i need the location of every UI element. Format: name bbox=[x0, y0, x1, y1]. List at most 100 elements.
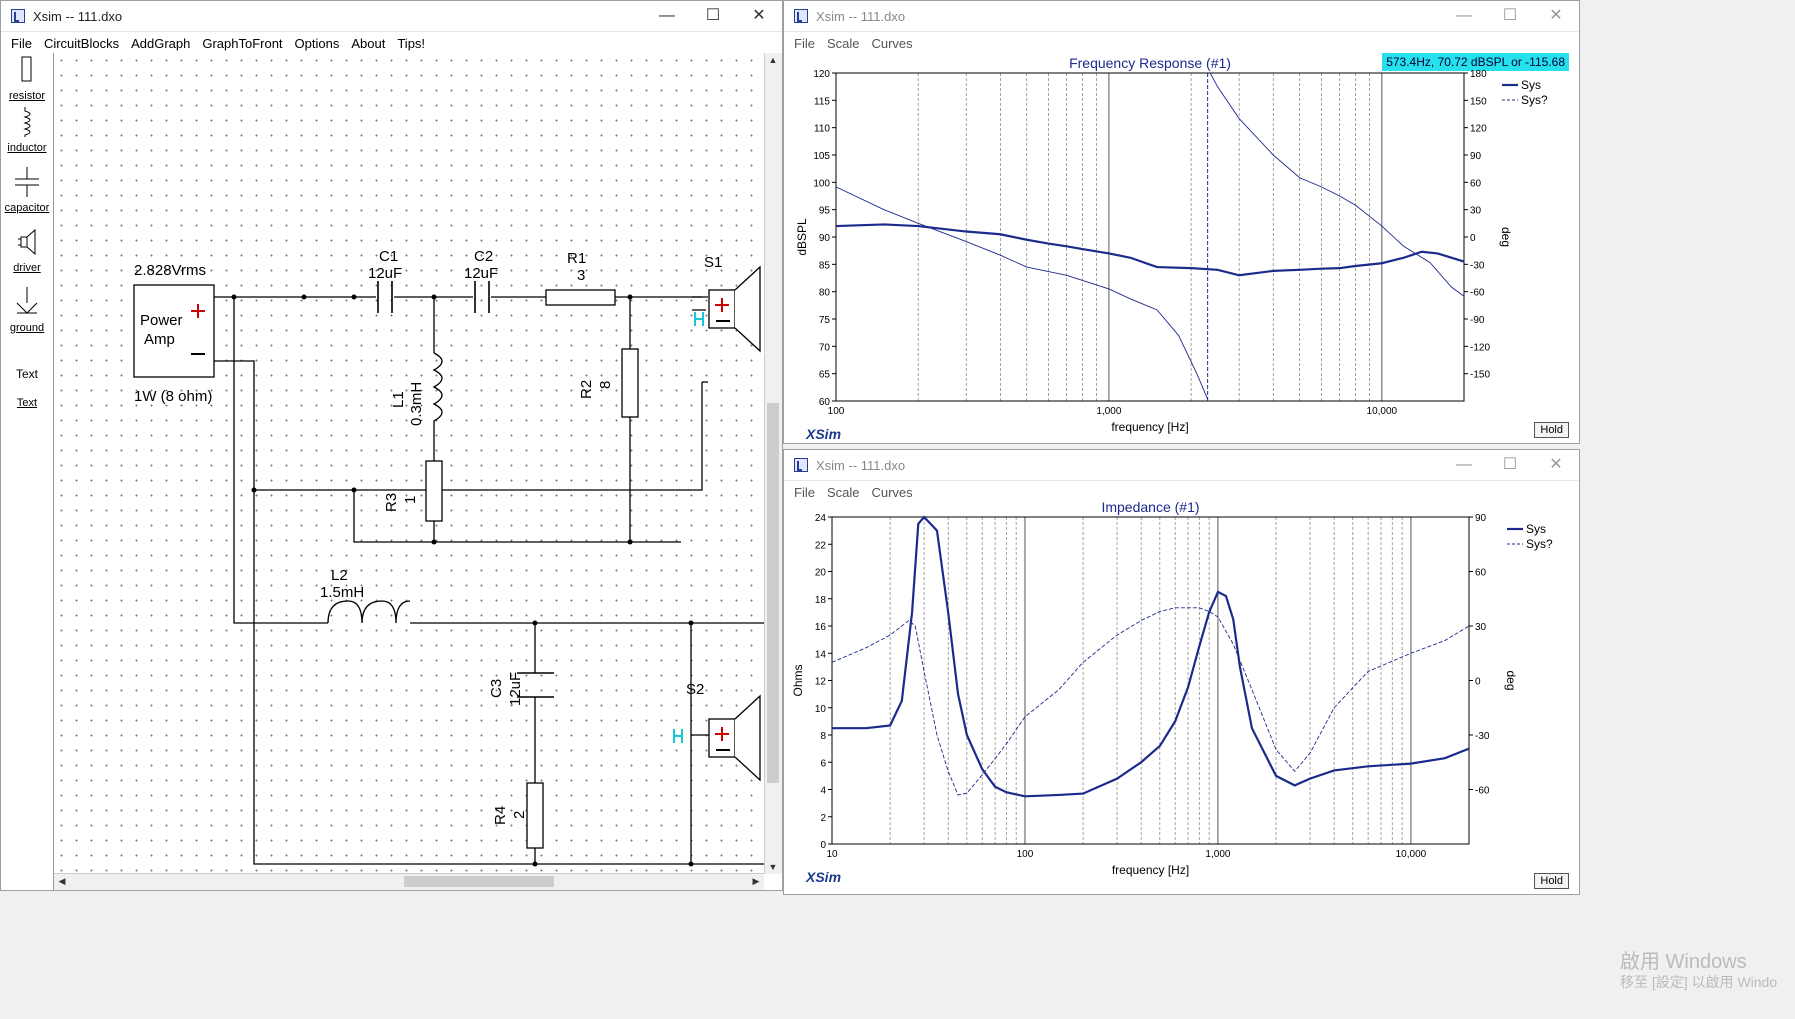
component-toolbox: resistor inductor capacitor driver groun… bbox=[1, 53, 54, 890]
imp-menu-curves[interactable]: Curves bbox=[871, 484, 913, 500]
watermark-line2: 移至 [設定] 以啟用 Windo bbox=[1620, 974, 1778, 990]
y2-tick-label: 0 bbox=[1475, 677, 1481, 688]
freq-hold-button[interactable]: Hold bbox=[1534, 422, 1569, 438]
y2-tick-label: -90 bbox=[1470, 315, 1485, 326]
x-tick-label: 10,000 bbox=[1396, 849, 1427, 860]
ground-icon bbox=[16, 287, 38, 314]
y2-tick-label: -120 bbox=[1470, 342, 1490, 353]
source-voltage-label: 2.828Vrms bbox=[134, 262, 206, 279]
minimize-button[interactable]: — bbox=[659, 7, 675, 24]
y-tick-label: 90 bbox=[819, 233, 831, 244]
y-tick-label: 4 bbox=[820, 786, 826, 797]
tool-text-title: Text bbox=[15, 367, 38, 381]
tool-inductor-label: inductor bbox=[7, 142, 47, 154]
main-titlebar[interactable]: Xsim -- 111.dxo — ☐ ✕ bbox=[1, 1, 782, 32]
capacitor-icon bbox=[15, 167, 39, 197]
scroll-right-icon[interactable]: ▶ bbox=[752, 876, 760, 886]
tool-resistor[interactable]: resistor bbox=[1, 53, 53, 102]
imp-menu-scale[interactable]: Scale bbox=[826, 484, 860, 500]
scroll-down-icon[interactable]: ▼ bbox=[768, 862, 778, 872]
y-tick-label: 22 bbox=[815, 540, 827, 551]
y2-tick-label: -30 bbox=[1475, 731, 1490, 742]
tool-capacitor[interactable]: capacitor bbox=[1, 165, 53, 214]
series-line-sysq bbox=[831, 607, 1470, 796]
schematic-svg: 2.828Vrms Power Amp 1W (8 ohm) C1 12uF C… bbox=[133, 248, 764, 867]
source-power-label: 1W (8 ohm) bbox=[134, 388, 212, 405]
y2-tick-label: 0 bbox=[1470, 233, 1476, 244]
menu-tips[interactable]: Tips! bbox=[397, 35, 426, 51]
tool-text-link[interactable]: Text bbox=[1, 397, 53, 409]
imp-close-button[interactable]: ✕ bbox=[1549, 456, 1563, 473]
y2-tick-label: -60 bbox=[1475, 786, 1490, 797]
xsim-app-icon bbox=[794, 458, 808, 472]
tool-ground[interactable]: ground bbox=[1, 285, 53, 334]
menu-options[interactable]: Options bbox=[294, 35, 340, 51]
c3-value: 12uF bbox=[507, 672, 524, 706]
vertical-scrollbar[interactable]: ▲ ▼ bbox=[764, 53, 782, 874]
power-amp-block[interactable] bbox=[133, 284, 215, 378]
imp-maximize-button[interactable]: ☐ bbox=[1502, 456, 1518, 473]
scroll-up-icon[interactable]: ▲ bbox=[768, 55, 778, 65]
vertical-scroll-thumb[interactable] bbox=[767, 403, 779, 783]
tool-text[interactable]: Text bbox=[1, 367, 53, 381]
l1-value: 0.3mH bbox=[408, 382, 425, 426]
menu-file[interactable]: File bbox=[11, 35, 32, 51]
imp-menu-file[interactable]: File bbox=[794, 484, 815, 500]
l2-name: L2 bbox=[331, 567, 348, 584]
freq-menu-curves[interactable]: Curves bbox=[871, 35, 913, 51]
menu-about[interactable]: About bbox=[351, 35, 386, 51]
frequency-response-chart[interactable]: 6065707580859095100105110115120-150-120-… bbox=[784, 53, 1580, 444]
source-label-power: Power bbox=[140, 312, 183, 329]
driver-s2[interactable] bbox=[708, 694, 761, 782]
r3-name: R3 bbox=[383, 493, 400, 512]
y-tick-label: 2 bbox=[820, 813, 826, 824]
scroll-left-icon[interactable]: ◀ bbox=[58, 876, 66, 886]
imp-hold-button[interactable]: Hold bbox=[1534, 873, 1569, 889]
tool-text-label: Text bbox=[16, 397, 38, 409]
schematic-canvas[interactable]: 2.828Vrms Power Amp 1W (8 ohm) C1 12uF C… bbox=[54, 53, 764, 874]
freq-titlebar[interactable]: Xsim -- 111.dxo — ☐ ✕ bbox=[784, 1, 1579, 32]
s1-name: S1 bbox=[704, 254, 722, 271]
y2-tick-label: 30 bbox=[1470, 206, 1482, 217]
inductor-icon bbox=[23, 107, 31, 137]
l1-name: L1 bbox=[390, 391, 407, 408]
s2-name: S2 bbox=[686, 681, 704, 698]
tool-driver[interactable]: driver bbox=[1, 225, 53, 274]
menu-graphtofront[interactable]: GraphToFront bbox=[202, 35, 283, 51]
freq-maximize-button[interactable]: ☐ bbox=[1502, 7, 1518, 24]
x-axis-label: frequency [Hz] bbox=[1111, 420, 1188, 434]
y2-tick-label: 90 bbox=[1470, 151, 1482, 162]
tool-driver-label: driver bbox=[13, 262, 41, 274]
y2-axis-label: deg bbox=[1499, 227, 1513, 247]
horizontal-scrollbar[interactable]: ◀ ▶ bbox=[54, 873, 764, 890]
freq-minimize-button[interactable]: — bbox=[1456, 7, 1472, 24]
r3-value: 1 bbox=[402, 496, 419, 504]
freq-close-button[interactable]: ✕ bbox=[1549, 7, 1563, 24]
imp-minimize-button[interactable]: — bbox=[1456, 456, 1472, 473]
main-window-title: Xsim -- 111.dxo bbox=[33, 8, 123, 24]
horizontal-scroll-thumb[interactable] bbox=[404, 876, 554, 887]
y-tick-label: 24 bbox=[815, 513, 827, 524]
x-axis-label: frequency [Hz] bbox=[1112, 863, 1189, 877]
y2-tick-label: 150 bbox=[1470, 96, 1487, 107]
legend-label: Sys bbox=[1521, 78, 1541, 92]
driver-s1[interactable] bbox=[692, 265, 761, 353]
x-tick-label: 10 bbox=[826, 849, 838, 860]
menu-addgraph[interactable]: AddGraph bbox=[131, 35, 191, 51]
y-tick-label: 18 bbox=[815, 595, 827, 606]
c1-name: C1 bbox=[379, 248, 398, 265]
freq-menu-file[interactable]: File bbox=[794, 35, 815, 51]
freq-menu-scale[interactable]: Scale bbox=[826, 35, 860, 51]
y-axis-label: Ohms bbox=[791, 664, 805, 696]
tool-inductor[interactable]: inductor bbox=[1, 105, 53, 154]
maximize-button[interactable]: ☐ bbox=[705, 7, 721, 24]
y-tick-label: 65 bbox=[819, 370, 831, 381]
y2-tick-label: 180 bbox=[1470, 69, 1487, 80]
close-button[interactable]: ✕ bbox=[752, 7, 766, 24]
series-line-sys bbox=[832, 515, 1470, 798]
imp-titlebar[interactable]: Xsim -- 111.dxo — ☐ ✕ bbox=[784, 450, 1579, 481]
y-tick-label: 115 bbox=[814, 96, 830, 107]
frequency-response-window: Xsim -- 111.dxo — ☐ ✕ File Scale Curves … bbox=[783, 0, 1580, 444]
menu-circuitblocks[interactable]: CircuitBlocks bbox=[43, 35, 120, 51]
